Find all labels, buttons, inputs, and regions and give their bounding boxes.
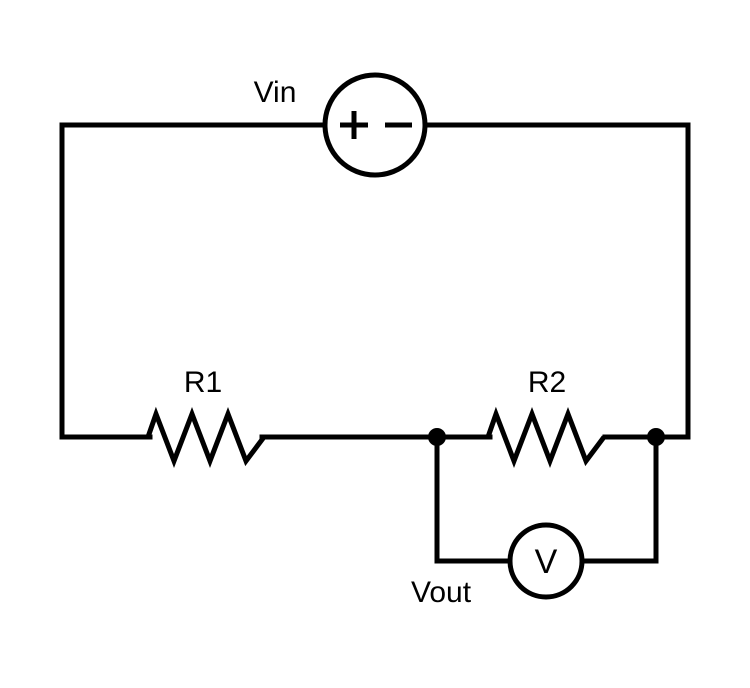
voltage-source <box>322 72 428 178</box>
voltmeter-symbol: V <box>535 543 558 581</box>
junction-node-right <box>647 428 665 446</box>
voltmeter <box>507 522 585 600</box>
wire-voltmeter-right <box>579 434 659 564</box>
vin-label: Vin <box>254 76 297 109</box>
r2-label: R2 <box>528 366 566 399</box>
vout-label: Vout <box>411 576 472 609</box>
plus-icon <box>340 111 368 139</box>
wire-voltmeter-left <box>434 434 513 564</box>
wire-top-right <box>422 122 691 440</box>
resistor-r1 <box>145 406 266 468</box>
junction-node-left <box>428 428 446 446</box>
wire-top-left <box>59 122 328 440</box>
r1-label: R1 <box>184 366 222 399</box>
resistor-r2 <box>485 406 606 468</box>
